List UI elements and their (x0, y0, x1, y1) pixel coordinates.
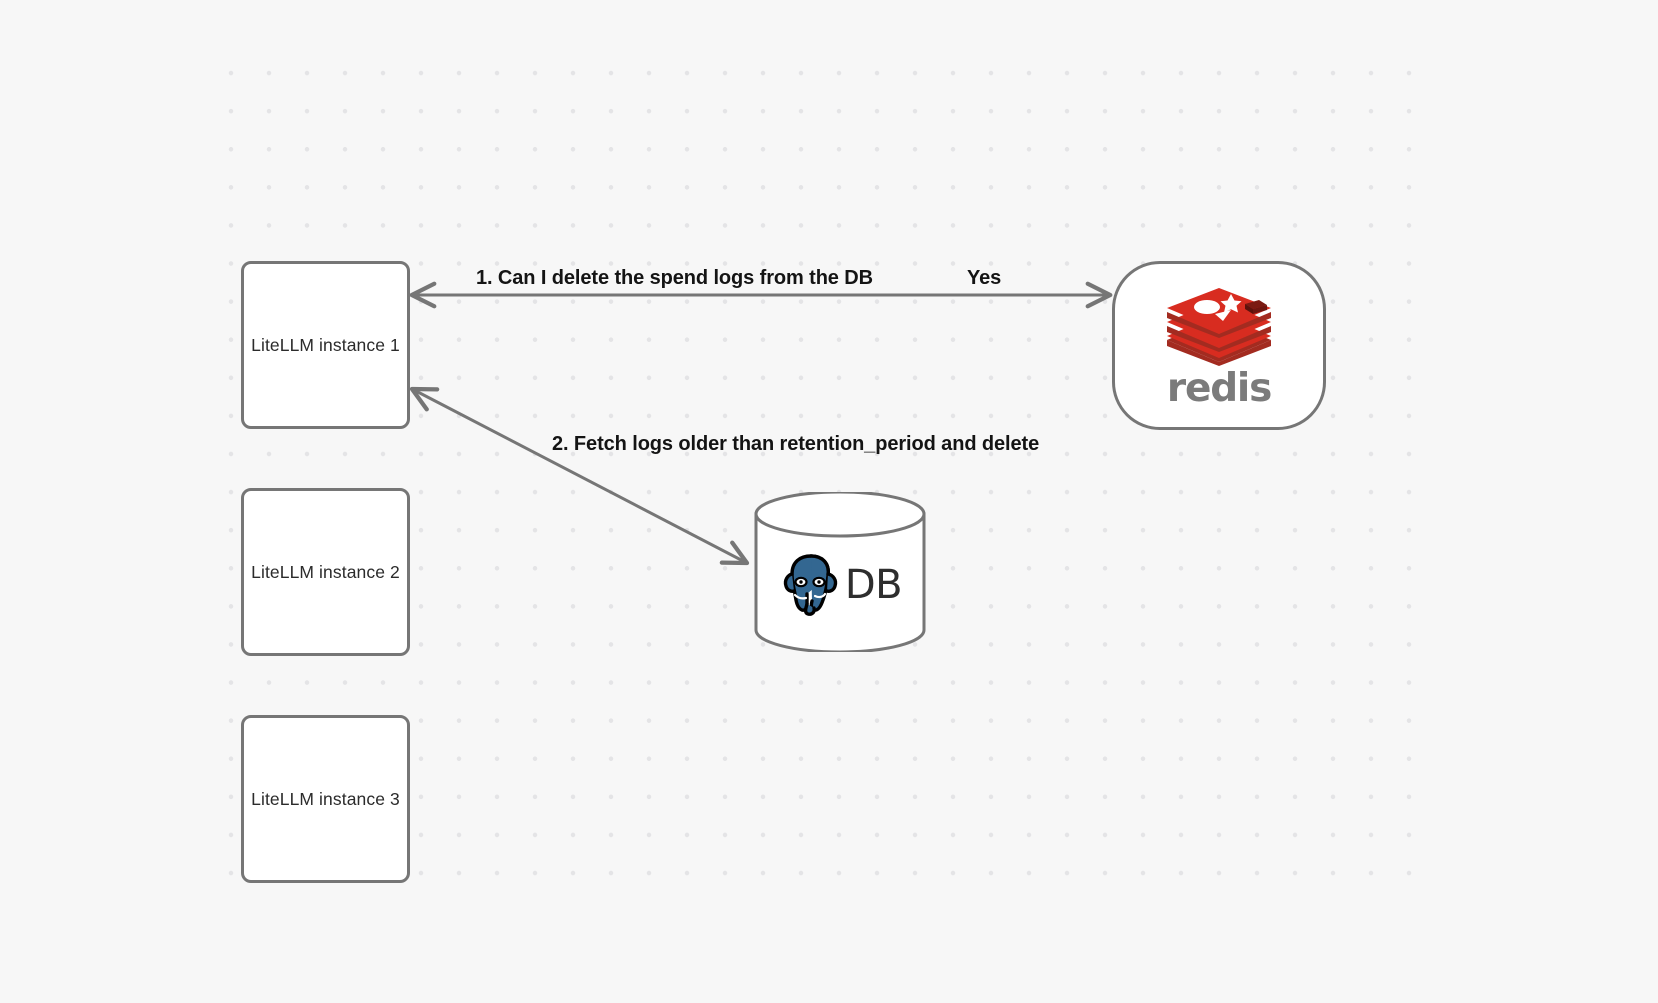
node-litellm-instance-3[interactable]: LiteLLM instance 3 (241, 715, 410, 883)
node-litellm-instance-1[interactable]: LiteLLM instance 1 (241, 261, 410, 429)
node-postgres-db[interactable]: DB (753, 492, 927, 652)
edge-label-step-1: 1. Can I delete the spend logs from the … (476, 267, 873, 289)
db-label: DB (844, 562, 903, 608)
edge-label-step-2: 2. Fetch logs older than retention_perio… (552, 433, 1040, 455)
redis-wordmark: redis (1166, 365, 1272, 411)
node-label: LiteLLM instance 3 (251, 788, 400, 809)
postgresql-elephant-icon (778, 552, 844, 618)
node-litellm-instance-2[interactable]: LiteLLM instance 2 (241, 488, 410, 656)
edge-litellm1-db (409, 386, 750, 566)
node-label: LiteLLM instance 2 (251, 561, 400, 582)
cylinder-shape (754, 492, 926, 652)
edge-label-yes: Yes (967, 267, 1002, 289)
redis-logo-icon (1163, 287, 1275, 371)
node-redis[interactable]: redis (1112, 261, 1326, 430)
node-label: LiteLLM instance 1 (251, 334, 400, 355)
